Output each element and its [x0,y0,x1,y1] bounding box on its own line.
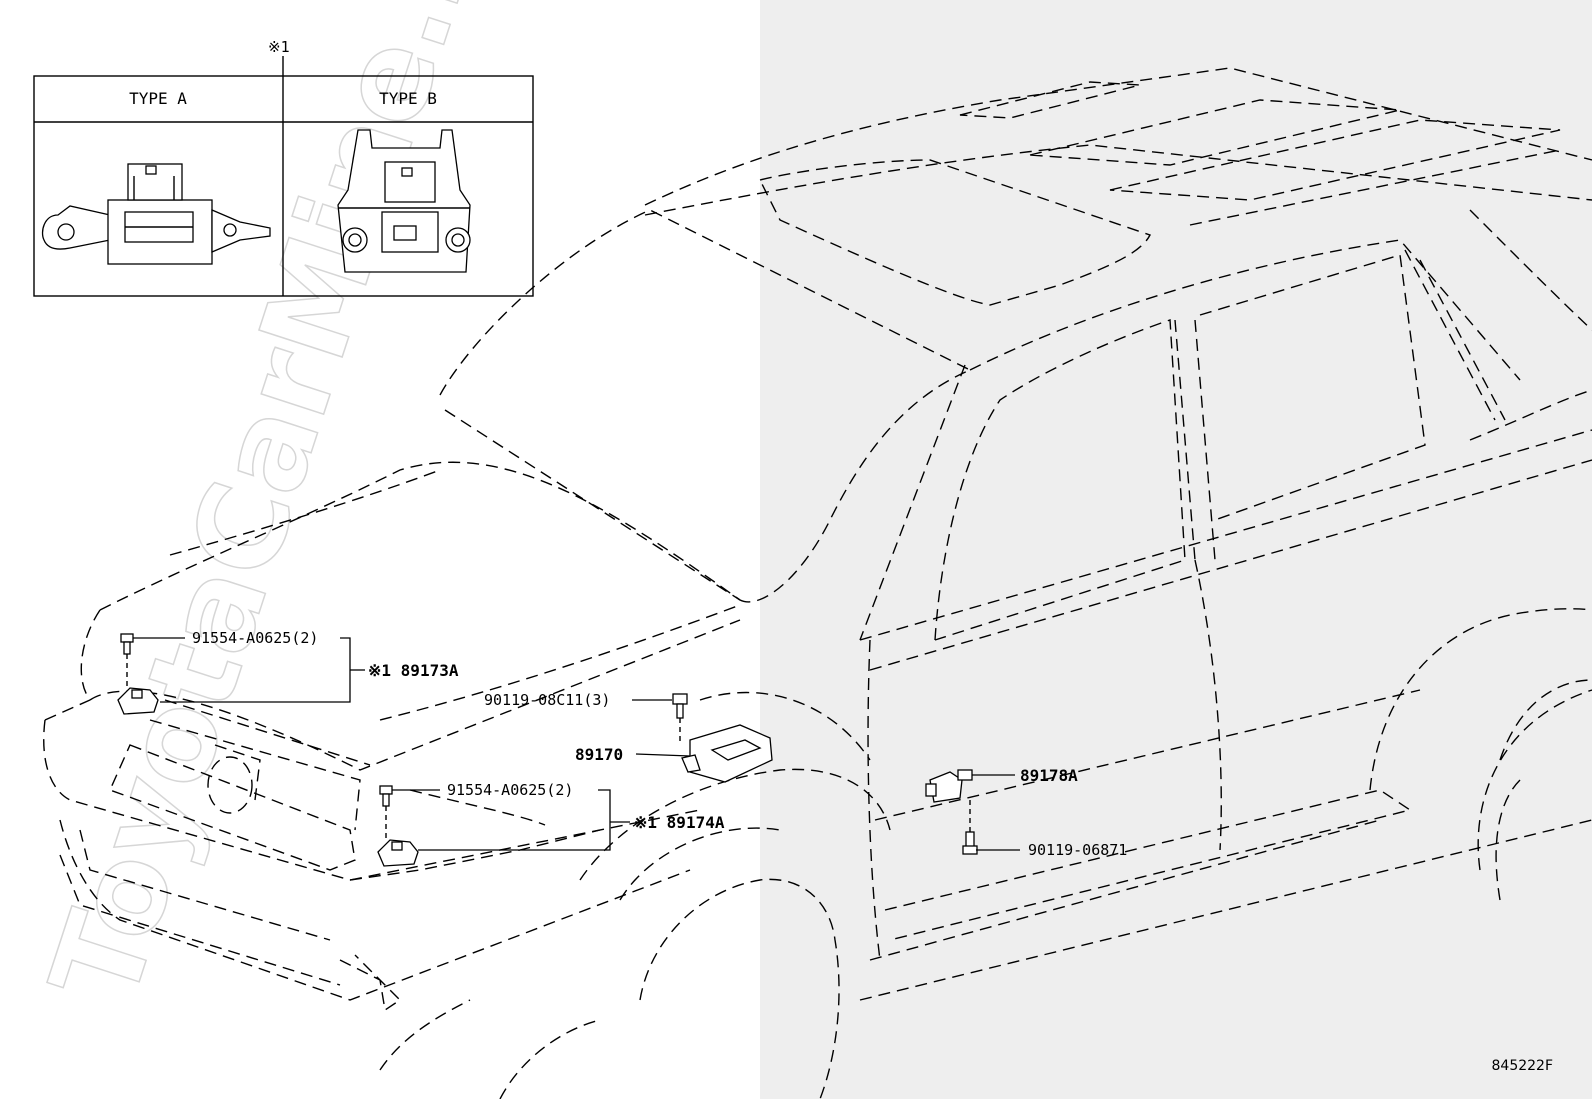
callout-89170: 89170 [575,745,623,764]
callout-89173A: ※1 89173A [368,661,459,680]
sensor-icon[interactable] [377,839,419,867]
front-right-sensor-group: 91554-A0625(2) ※1 89174A [377,781,725,867]
type-b-label: TYPE B [379,89,437,108]
callout-91554-A0625-right: 91554-A0625(2) [447,781,573,799]
bolt-icon[interactable] [379,785,393,807]
side-sensor-group: 89178A 90119-06871 [925,766,1127,859]
ecu-icon[interactable] [681,724,773,783]
type-a-sensor-drawing [41,163,271,265]
sensor-icon[interactable] [117,687,159,715]
callout-89178A: 89178A [1020,766,1078,785]
ecu-bolt-icon[interactable] [672,693,688,719]
front-left-sensor-group: 91554-A0625(2) ※1 89173A [117,629,459,715]
type-b-sensor-drawing [337,129,471,273]
vehicle-outline [43,67,1592,1099]
callout-91554-A0625-left: 91554-A0625(2) [192,629,318,647]
type-a-label: TYPE A [129,89,187,108]
callout-89174A: ※1 89174A [634,813,725,832]
diagram-id: 845222F [1492,1058,1554,1074]
callout-90119-08C11: 90119-08C11(3) [484,691,610,709]
sensor-type-box: ※1 TYPE A TYPE B [33,38,534,297]
ecu-group: 90119-08C11(3) 89170 [484,691,773,783]
callout-90119-06871: 90119-06871 [1028,841,1127,859]
type-box-note-mark: ※1 [268,38,290,56]
